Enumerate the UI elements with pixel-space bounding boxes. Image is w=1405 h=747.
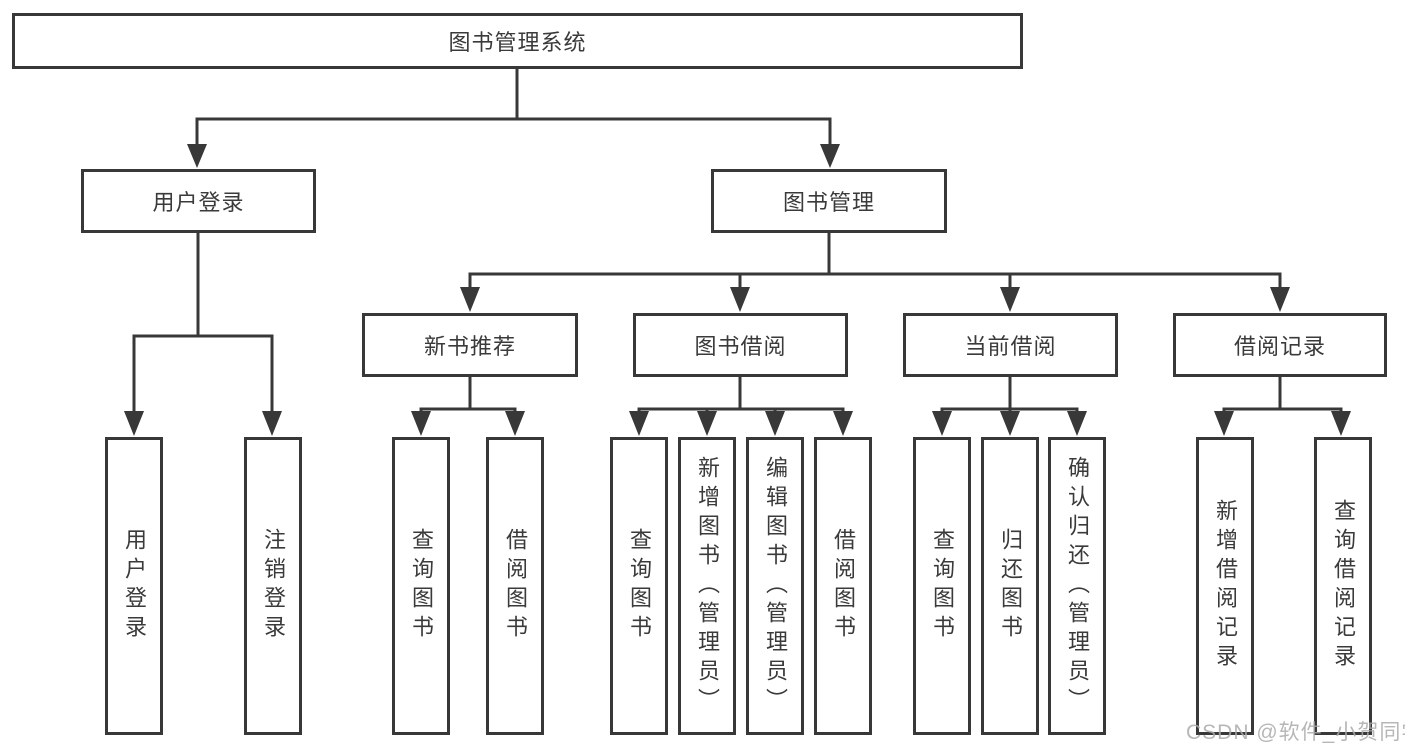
node-current-borrow: 当前借阅 — [903, 313, 1118, 377]
node-root: 图书管理系统 — [12, 13, 1023, 69]
node-borrow-records: 借阅记录 — [1173, 313, 1387, 377]
arrowhead — [1214, 411, 1234, 436]
connector-borrow-records-bar — [1222, 407, 1343, 415]
arrowhead — [697, 411, 717, 436]
arrowhead — [820, 144, 840, 168]
node-book-borrow: 图书借阅 — [633, 313, 848, 377]
arrowhead — [124, 411, 144, 436]
leaf-label: 借阅图书 — [831, 528, 856, 644]
node-user-login-branch: 用户登录 — [81, 169, 316, 233]
arrowhead — [505, 411, 525, 436]
leaf-label: 编辑图书（管理员） — [763, 455, 788, 717]
leaf-label: 借阅图书 — [503, 528, 528, 644]
leaf-label: 查询图书 — [627, 528, 652, 644]
leaf-label: 确认归还（管理员） — [1065, 455, 1090, 717]
leaf-edit-book-admin: 编辑图书（管理员） — [746, 437, 804, 735]
leaf-logout: 注销登录 — [244, 437, 302, 735]
arrowhead — [1067, 411, 1087, 436]
arrowhead — [932, 411, 952, 436]
leaf-label: 用户登录 — [122, 528, 147, 644]
arrowhead — [1270, 287, 1290, 312]
arrowhead — [833, 411, 853, 436]
node-new-book-recommend: 新书推荐 — [362, 313, 578, 377]
connector-new-book-bar — [419, 407, 517, 415]
arrowhead — [765, 411, 785, 436]
connector-book-borrow-bar — [637, 407, 845, 415]
leaf-return-book: 归还图书 — [981, 437, 1039, 735]
leaf-label: 归还图书 — [998, 528, 1023, 644]
arrowhead — [730, 287, 750, 312]
arrowhead — [629, 411, 649, 436]
leaf-label: 查询图书 — [930, 528, 955, 644]
node-book-management: 图书管理 — [711, 169, 947, 233]
leaf-label: 注销登录 — [261, 528, 286, 644]
leaf-label: 查询图书 — [409, 528, 434, 644]
connector-level3-bar — [468, 272, 1282, 291]
leaf-add-book-admin: 新增图书（管理员） — [678, 437, 736, 735]
arrowhead — [1331, 411, 1351, 436]
leaf-borrow-books: 借阅图书 — [814, 437, 872, 735]
leaf-borrow-books-recommend: 借阅图书 — [486, 437, 544, 735]
leaf-label: 新增图书（管理员） — [695, 455, 720, 717]
leaf-search-books-recommend: 查询图书 — [392, 437, 450, 735]
csdn-watermark: CSDN @软件_小贺同学 — [1186, 721, 1405, 744]
connector-level2-bar — [195, 117, 832, 148]
leaf-search-books-current: 查询图书 — [913, 437, 971, 735]
leaf-label: 新增借阅记录 — [1213, 499, 1238, 673]
arrowhead — [460, 287, 480, 312]
arrowhead — [1000, 411, 1020, 436]
leaf-user-login: 用户登录 — [105, 437, 163, 735]
arrowhead — [411, 411, 431, 436]
connector-user-login-bar — [132, 334, 274, 416]
leaf-add-borrow-record: 新增借阅记录 — [1196, 437, 1254, 735]
leaf-label: 查询借阅记录 — [1331, 499, 1356, 673]
leaf-confirm-return-admin: 确认归还（管理员） — [1048, 437, 1106, 735]
arrowhead — [187, 144, 207, 168]
leaf-search-books-borrow: 查询图书 — [610, 437, 668, 735]
arrowhead — [262, 411, 282, 436]
arrowhead — [1000, 287, 1020, 312]
leaf-search-borrow-record: 查询借阅记录 — [1314, 437, 1372, 735]
